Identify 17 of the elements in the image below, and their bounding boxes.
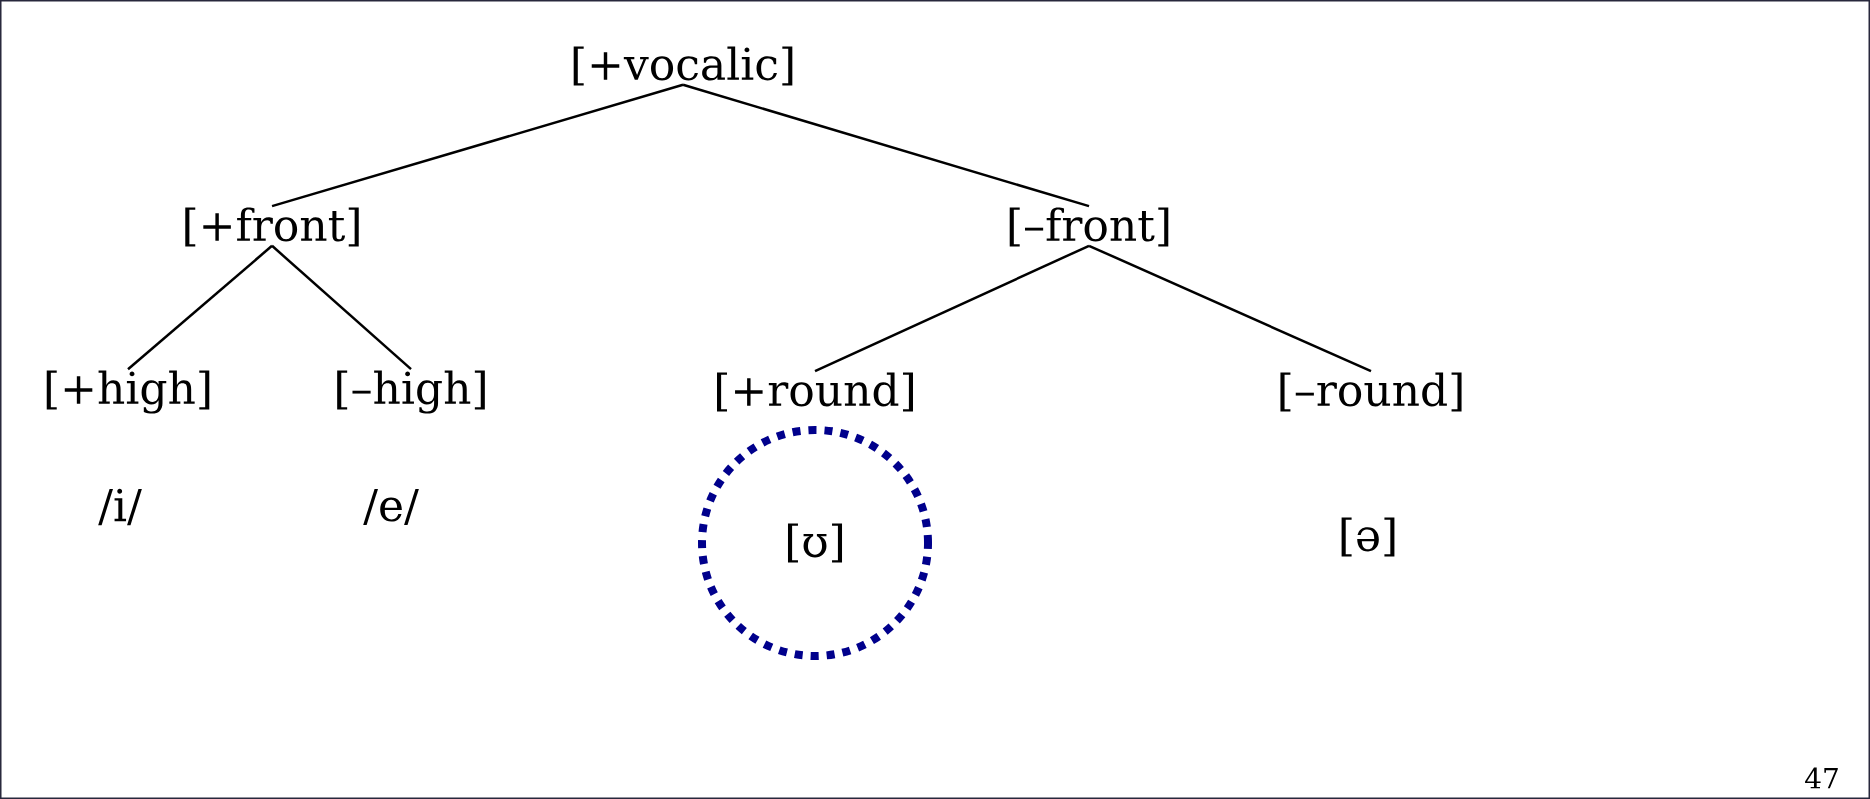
tree-branch: [1088, 244, 1372, 373]
feature-label: [+front]: [185, 207, 359, 247]
page-number: 47: [1805, 767, 1838, 789]
feature-label: [+round]: [717, 372, 913, 412]
feature-label: [+vocalic]: [573, 46, 793, 86]
tree-branch: [127, 244, 273, 371]
tree-branch: [814, 244, 1090, 373]
feature-label: [–round]: [1280, 372, 1462, 412]
feature-label: [–front]: [1009, 207, 1169, 247]
phoneme-label: /e/: [363, 488, 419, 526]
tree-branch: [271, 244, 412, 371]
phoneme-label: /i/: [98, 488, 142, 526]
phoneme-label: [ə]: [1341, 517, 1395, 557]
tree-branch: [271, 83, 684, 208]
tree-branch: [682, 83, 1090, 208]
feature-label: [+high]: [46, 370, 210, 414]
feature-label: [–high]: [337, 370, 485, 414]
